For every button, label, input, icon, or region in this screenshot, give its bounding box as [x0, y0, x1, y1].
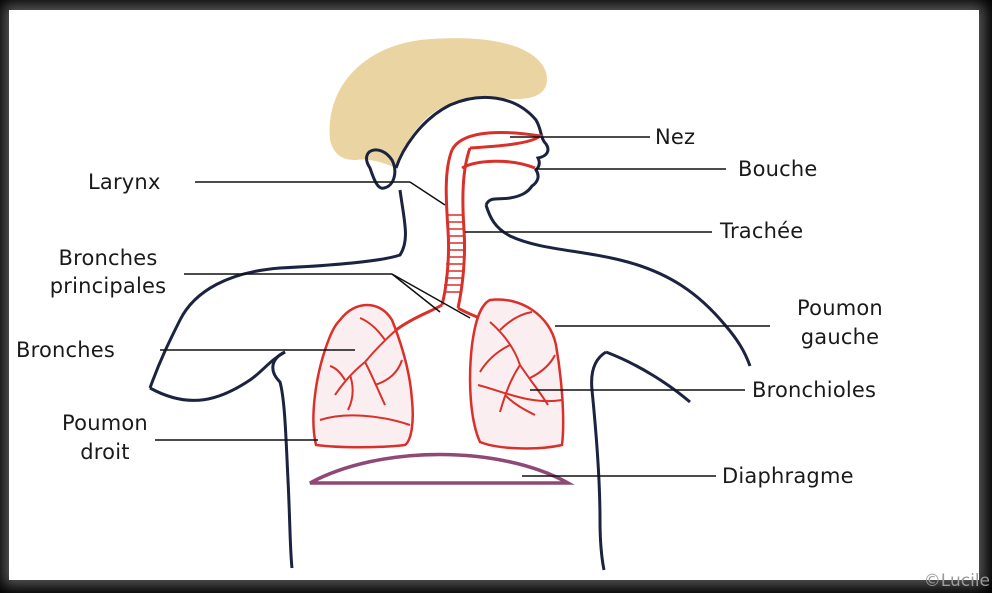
- label-poumon-droit-line1: Poumon: [40, 409, 170, 437]
- diaphragm: [310, 455, 568, 484]
- label-poumon-gauche-line1: Poumon: [770, 294, 910, 322]
- leader-bronches-principales-arrow-1: [392, 274, 440, 312]
- label-bronches: Bronches: [16, 336, 115, 364]
- label-poumon-droit-line2: droit: [40, 438, 170, 466]
- label-diaphragme: Diaphragme: [722, 462, 854, 490]
- label-bronchioles: Bronchioles: [752, 376, 876, 404]
- label-nez: Nez: [655, 123, 695, 151]
- label-larynx: Larynx: [88, 168, 161, 196]
- arm-left-outline: [150, 352, 285, 400]
- torso-left-outline: [273, 352, 292, 568]
- label-bronches-principales-line2: principales: [28, 272, 188, 300]
- trachea-right-wall: [458, 148, 470, 308]
- trachea-left-wall: [442, 150, 452, 305]
- left-lung: [470, 299, 563, 448]
- label-bouche: Bouche: [738, 155, 818, 183]
- nasal-cavity: [452, 132, 540, 150]
- right-lung: [313, 305, 412, 447]
- oral-cavity: [462, 161, 535, 168]
- label-trachee: Trachée: [720, 217, 803, 245]
- label-bronches-principales-line1: Bronches: [28, 244, 188, 272]
- torso-right-outline: [592, 352, 606, 570]
- label-poumon-gauche-line2: gauche: [770, 323, 910, 351]
- copyright-watermark: ©Lucile: [924, 571, 990, 591]
- arm-right-outline: [606, 352, 690, 402]
- leader-larynx-arrow: [410, 182, 445, 205]
